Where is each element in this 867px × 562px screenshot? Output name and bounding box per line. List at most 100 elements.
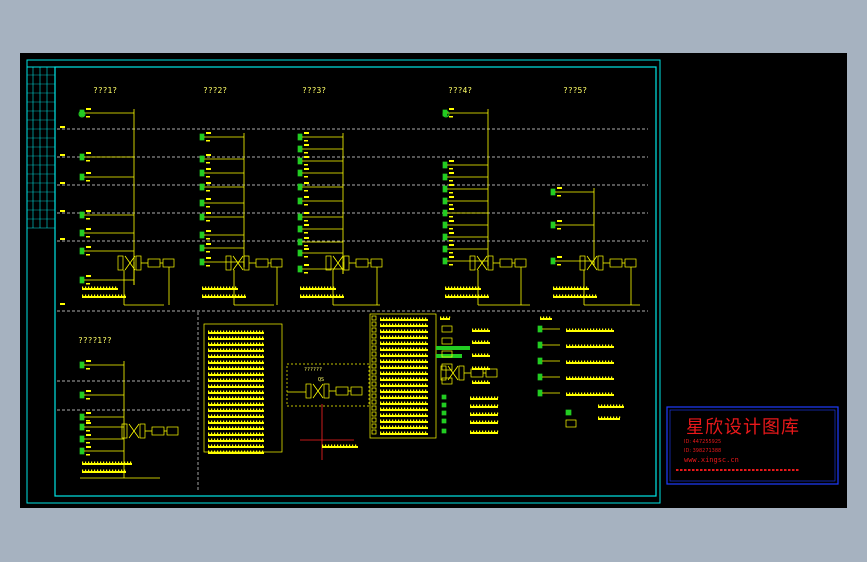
label-scribble-tick [223, 348, 225, 350]
label-scribble-tick [208, 330, 210, 332]
label-scribble-tick [85, 294, 87, 296]
label-scribble-tick [401, 389, 403, 391]
label-scribble-tick [422, 329, 424, 331]
label-scribble-tick [422, 335, 424, 337]
label-scribble-tick [425, 425, 427, 427]
label-scribble-tick [223, 390, 225, 392]
label-scribble-tick [214, 348, 216, 350]
watermark-contact-glyph [776, 469, 779, 471]
label-scribble-tick [422, 389, 424, 391]
contact-number [206, 238, 210, 240]
label-scribble-tick [220, 372, 222, 374]
label-scribble-tick [309, 286, 311, 288]
label-scribble-tick [223, 342, 225, 344]
label-scribble-tick [386, 353, 388, 355]
label-scribble-tick [226, 342, 228, 344]
label-scribble-tick [488, 420, 490, 422]
actuator-box [270, 258, 283, 268]
label-scribble-tick [484, 340, 486, 342]
watermark-contact-glyph [708, 469, 711, 471]
label-scribble-tick [416, 347, 418, 349]
label-scribble-tick [247, 384, 249, 386]
label-scribble-tick [601, 404, 603, 406]
label-scribble-tick [619, 404, 621, 406]
label-scribble-tick [211, 372, 213, 374]
label-scribble-tick [250, 348, 252, 350]
drawing-sheet [20, 53, 847, 508]
label-scribble-tick [259, 384, 261, 386]
label-scribble-tick [475, 294, 477, 296]
contact-number [304, 237, 309, 239]
contact-number [86, 160, 90, 162]
label-scribble-tick [488, 430, 490, 432]
label-scribble-tick [208, 354, 210, 356]
legend-right [440, 316, 624, 428]
label-scribble-tick [398, 317, 400, 319]
watermark-contact-glyph [692, 469, 695, 471]
io-table-cell [371, 369, 377, 375]
label-scribble-tick [244, 330, 246, 332]
contact-number [449, 108, 454, 110]
contact-number [206, 168, 211, 170]
label-scribble-tick [383, 347, 385, 349]
label-scribble-tick [211, 420, 213, 422]
label-scribble-tick [392, 389, 394, 391]
label-scribble-tick [407, 371, 409, 373]
label-scribble-tick [244, 396, 246, 398]
label-scribble-tick [425, 353, 427, 355]
label-scribble-tick [410, 431, 412, 433]
label-scribble-tick [247, 366, 249, 368]
label-scribble-tick [250, 366, 252, 368]
label-scribble-tick [259, 438, 261, 440]
label-scribble-tick [229, 286, 231, 288]
contact-number [86, 422, 91, 424]
contact-block [199, 199, 205, 207]
parameter-table-row [208, 372, 264, 376]
label-scribble-tick [407, 419, 409, 421]
actuator-box [166, 426, 179, 436]
label-scribble-tick [413, 383, 415, 385]
label-scribble-tick [407, 359, 409, 361]
label-scribble-tick [422, 401, 424, 403]
label-scribble-tick [478, 294, 480, 296]
label-scribble-tick [244, 360, 246, 362]
label-scribble-tick [380, 407, 382, 409]
io-table-row [380, 341, 428, 345]
label-scribble-tick [485, 412, 487, 414]
label-scribble-tick [217, 444, 219, 446]
label-scribble-tick [262, 348, 264, 350]
label-scribble-tick [401, 407, 403, 409]
circuit-bottom-left [79, 360, 125, 456]
label-scribble-tick [238, 390, 240, 392]
label-scribble-tick [596, 392, 598, 394]
parameter-table-row [208, 420, 264, 424]
label-scribble-tick [235, 366, 237, 368]
label-scribble-tick [404, 383, 406, 385]
label-scribble-tick [232, 438, 234, 440]
watermark-contact-glyph [712, 469, 715, 471]
label-scribble-tick [392, 365, 394, 367]
label-scribble-tick [395, 317, 397, 319]
label-scribble-tick [422, 323, 424, 325]
label-scribble-tick [229, 402, 231, 404]
legend-text [566, 392, 614, 396]
label-scribble-tick [226, 402, 228, 404]
label-scribble-bar [208, 356, 264, 358]
contact-block [79, 361, 85, 369]
label-scribble-tick [413, 323, 415, 325]
label-scribble-bar [472, 330, 490, 332]
label-scribble-bar [380, 337, 428, 339]
contact-number [557, 264, 561, 266]
label-scribble-tick [574, 286, 576, 288]
label-scribble-tick [241, 360, 243, 362]
column-note [553, 286, 589, 290]
label-scribble-tick [217, 420, 219, 422]
label-scribble-tick [389, 383, 391, 385]
watermark-contact-glyph [756, 469, 759, 471]
label-scribble-tick [334, 444, 336, 446]
label-scribble-bar [566, 330, 614, 332]
label-scribble-tick [425, 341, 427, 343]
label-scribble-tick [247, 420, 249, 422]
contact-number [86, 412, 91, 414]
legend-indicator [441, 418, 447, 424]
